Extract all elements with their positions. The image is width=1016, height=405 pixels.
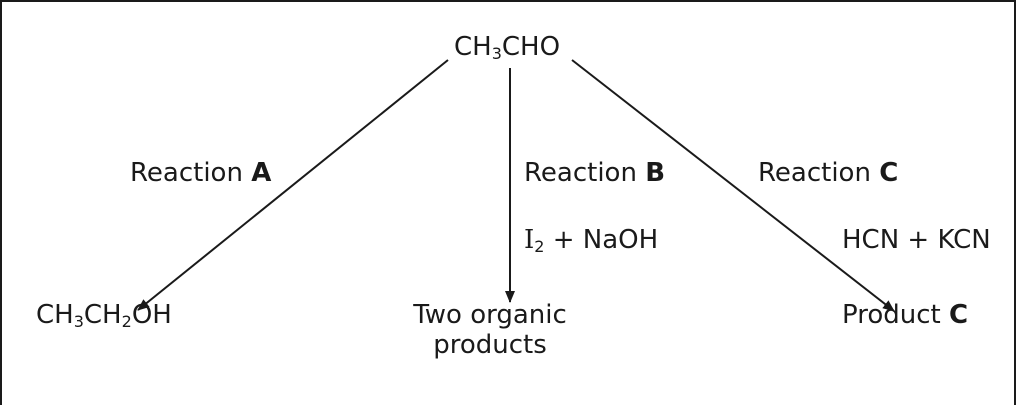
reagent-b-label: I2 + NaOH	[524, 225, 659, 256]
reaction-b-label: Reaction B	[524, 158, 666, 188]
reagent-c-label: HCN + KCN	[842, 225, 991, 255]
arrow-reaction-c	[571, 59, 895, 312]
arrow-reaction-a	[137, 59, 449, 311]
product-a-label: CH3CH2OH	[36, 300, 172, 331]
reaction-c-label: Reaction C	[758, 158, 899, 188]
start-compound: CH3CHO	[454, 32, 561, 63]
product-c-label: Product C	[842, 300, 969, 330]
reaction-a-label: Reaction A	[130, 158, 272, 188]
